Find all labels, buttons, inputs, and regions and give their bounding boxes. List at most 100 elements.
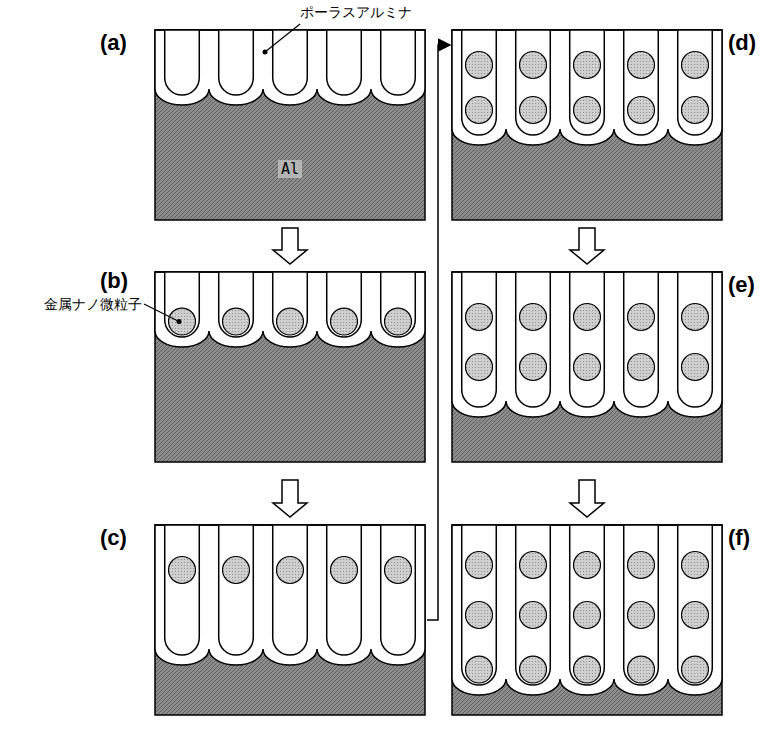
pore <box>381 272 416 337</box>
anodized-panel <box>452 30 722 220</box>
pore <box>570 30 605 135</box>
metal-nanoparticle <box>682 52 709 79</box>
metal-nanoparticle <box>466 552 493 579</box>
metal-nanoparticle <box>169 557 196 584</box>
panel-label: (a) <box>100 30 127 56</box>
pore <box>165 272 200 337</box>
metal-nanoparticle <box>520 552 547 579</box>
metal-nanoparticle <box>466 354 493 381</box>
leader-dot <box>263 50 268 55</box>
panel-label: (f) <box>728 525 750 551</box>
pore <box>381 525 416 655</box>
metal-nanoparticle <box>574 304 601 331</box>
porous-alumina-layer <box>452 272 722 417</box>
metal-nanoparticle <box>520 656 547 683</box>
pore <box>327 30 362 95</box>
pore <box>462 30 497 135</box>
pore <box>678 525 713 685</box>
pore <box>516 525 551 685</box>
aluminum-substrate <box>452 525 722 715</box>
pore <box>381 30 416 95</box>
panel-label: (d) <box>728 30 756 56</box>
metal-nanoparticle <box>574 52 601 79</box>
metal-nanoparticle <box>223 308 250 335</box>
metal-nanoparticle <box>466 602 493 629</box>
pore <box>624 30 659 135</box>
anodized-panel <box>155 272 425 462</box>
porous-alumina-layer <box>452 525 722 695</box>
pore <box>678 30 713 135</box>
part-name: Al <box>278 160 302 178</box>
step-arrow <box>273 228 307 264</box>
metal-nanoparticle <box>466 304 493 331</box>
panel-label: (e) <box>728 272 755 298</box>
aluminum-substrate <box>155 30 425 220</box>
pore <box>273 272 308 337</box>
metal-nanoparticle <box>331 308 358 335</box>
step-connector <box>427 45 450 620</box>
pore <box>624 272 659 407</box>
metal-nanoparticle <box>628 52 655 79</box>
step-arrow <box>570 480 604 517</box>
pore <box>273 30 308 95</box>
porous-alumina-layer <box>155 272 425 347</box>
pore <box>624 525 659 685</box>
aluminum-substrate <box>155 272 425 462</box>
metal-nanoparticle <box>682 656 709 683</box>
metal-nanoparticle <box>574 656 601 683</box>
metal-nanoparticle <box>682 602 709 629</box>
porous-alumina-layer <box>155 525 425 665</box>
pore <box>570 272 605 407</box>
metal-nanoparticle <box>520 52 547 79</box>
metal-nanoparticle <box>574 552 601 579</box>
part-name: ポーラスアルミナ <box>300 4 412 22</box>
pore <box>462 272 497 407</box>
metal-nanoparticle <box>277 557 304 584</box>
metal-nanoparticle <box>574 354 601 381</box>
metal-nanoparticle <box>520 97 547 124</box>
metal-nanoparticle <box>385 308 412 335</box>
metal-nanoparticle <box>682 97 709 124</box>
metal-nanoparticle <box>574 602 601 629</box>
anodized-panel <box>155 30 425 220</box>
metal-nanoparticle <box>628 354 655 381</box>
metal-nanoparticle <box>385 557 412 584</box>
metal-nanoparticle <box>574 97 601 124</box>
part-name: 金属ナノ微粒子 <box>44 296 142 314</box>
metal-nanoparticle <box>628 656 655 683</box>
porous-alumina-layer <box>155 30 425 105</box>
pore <box>462 525 497 685</box>
metal-nanoparticle <box>223 557 250 584</box>
pore <box>165 525 200 655</box>
metal-nanoparticle <box>682 552 709 579</box>
metal-nanoparticle <box>520 304 547 331</box>
pore <box>516 272 551 407</box>
metal-nanoparticle <box>628 552 655 579</box>
anodized-panel <box>155 525 425 715</box>
step-arrow <box>570 228 604 264</box>
metal-nanoparticle <box>331 557 358 584</box>
pore <box>516 30 551 135</box>
metal-nanoparticle <box>682 354 709 381</box>
step-arrow <box>273 480 307 517</box>
metal-nanoparticle <box>277 308 304 335</box>
metal-nanoparticle <box>628 304 655 331</box>
metal-nanoparticle <box>466 52 493 79</box>
porous-alumina-layer <box>452 30 722 145</box>
pore <box>327 272 362 337</box>
metal-nanoparticle <box>169 308 196 335</box>
panel-label: (c) <box>100 525 127 551</box>
panel-label: (b) <box>100 268 128 294</box>
leader-dot <box>177 319 182 324</box>
metal-nanoparticle <box>682 304 709 331</box>
metal-nanoparticle <box>628 97 655 124</box>
metal-nanoparticle <box>520 602 547 629</box>
metal-nanoparticle <box>466 656 493 683</box>
aluminum-substrate <box>452 30 722 220</box>
metal-nanoparticle <box>466 97 493 124</box>
metal-nanoparticle <box>628 602 655 629</box>
pore <box>570 525 605 685</box>
metal-nanoparticle <box>520 354 547 381</box>
anodized-panel <box>452 525 722 715</box>
